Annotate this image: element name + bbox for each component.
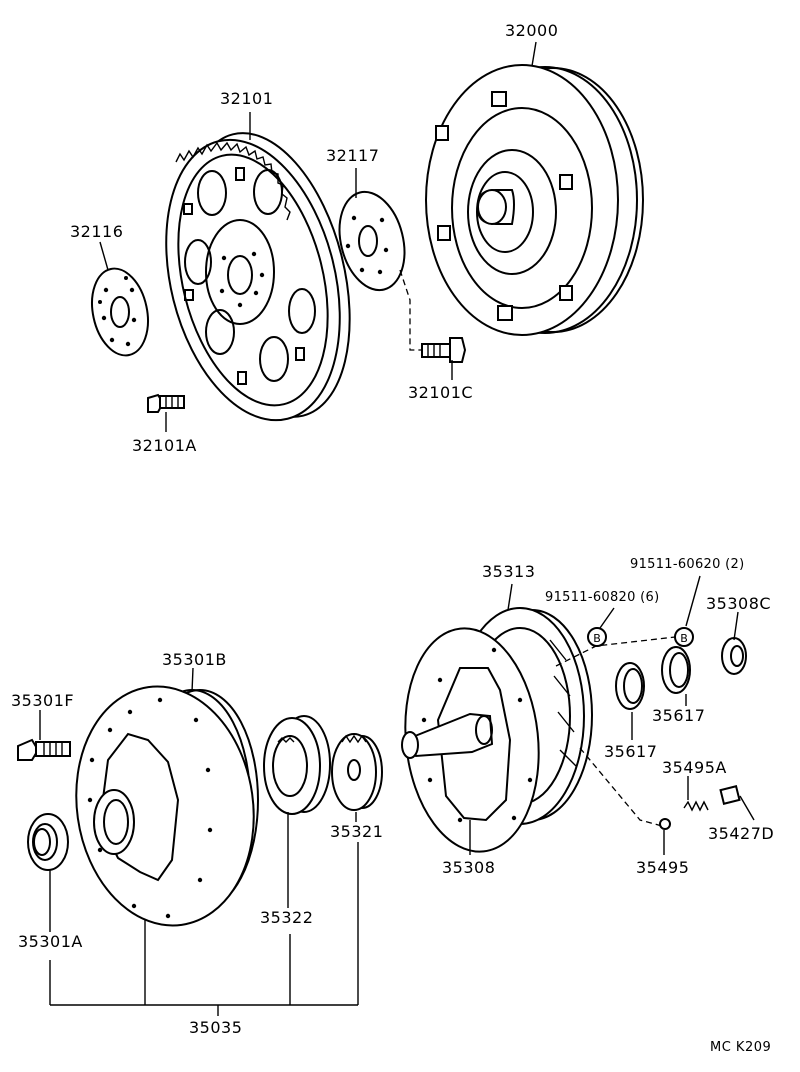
spacer-32117: [338, 190, 406, 292]
callout-32101A: 32101A: [132, 436, 197, 455]
callout-35035: 35035: [189, 1018, 243, 1037]
marker-b-2: B: [674, 627, 694, 647]
callout-91511-60820: 91511-60820 (6): [545, 590, 660, 605]
callout-35321: 35321: [330, 822, 384, 841]
bolt-35301F: [17, 738, 71, 761]
seal-35308C: [721, 637, 747, 675]
callout-32000: 32000: [505, 21, 559, 40]
ball-35495: [659, 818, 671, 830]
callout-32101C: 32101C: [408, 383, 474, 402]
stator-shaft-35308: [401, 607, 593, 853]
leader-lines: [39, 41, 755, 1016]
oil-seal-35301A: [27, 813, 69, 871]
callout-35495: 35495: [636, 858, 690, 877]
diagram-reference-code: MC K209: [710, 1040, 772, 1055]
callout-35308C: 35308C: [706, 594, 772, 613]
marker-b-1-text: B: [593, 632, 601, 645]
bolt-32101C: [399, 269, 467, 363]
callout-32117: 32117: [326, 146, 380, 165]
plug-35427D: [719, 785, 741, 805]
pump-body-35301B: [75, 685, 259, 927]
callout-35301F: 35301F: [11, 691, 75, 710]
marker-b-1: B: [587, 627, 607, 647]
seal-ring-35617-a: [615, 662, 645, 710]
callout-35617-a: 35617: [652, 706, 706, 725]
callout-35308: 35308: [442, 858, 496, 877]
callout-35301B: 35301B: [162, 650, 227, 669]
bolt-32101A: [147, 393, 185, 413]
torque-converter-32000: [425, 64, 644, 336]
seal-ring-35617-b: [661, 646, 691, 694]
guide-line-ball: [579, 747, 663, 827]
callout-35301A: 35301A: [18, 932, 83, 951]
callout-32116: 32116: [70, 222, 124, 241]
plate-32116: [91, 267, 149, 357]
callout-35313: 35313: [482, 562, 536, 581]
driven-gear-35322: [263, 715, 331, 815]
marker-b-2-text: B: [680, 632, 688, 645]
drive-plate-32101: [165, 132, 351, 422]
callout-35617-b: 35617: [604, 742, 658, 761]
callout-35322: 35322: [260, 908, 314, 927]
callout-32101: 32101: [220, 89, 274, 108]
spring-35495A: [683, 800, 709, 812]
drive-gear-35321: [331, 733, 383, 811]
callout-91511-60620: 91511-60620 (2): [630, 557, 745, 572]
callout-35427D: 35427D: [708, 824, 775, 843]
callout-35495A: 35495A: [662, 758, 727, 777]
